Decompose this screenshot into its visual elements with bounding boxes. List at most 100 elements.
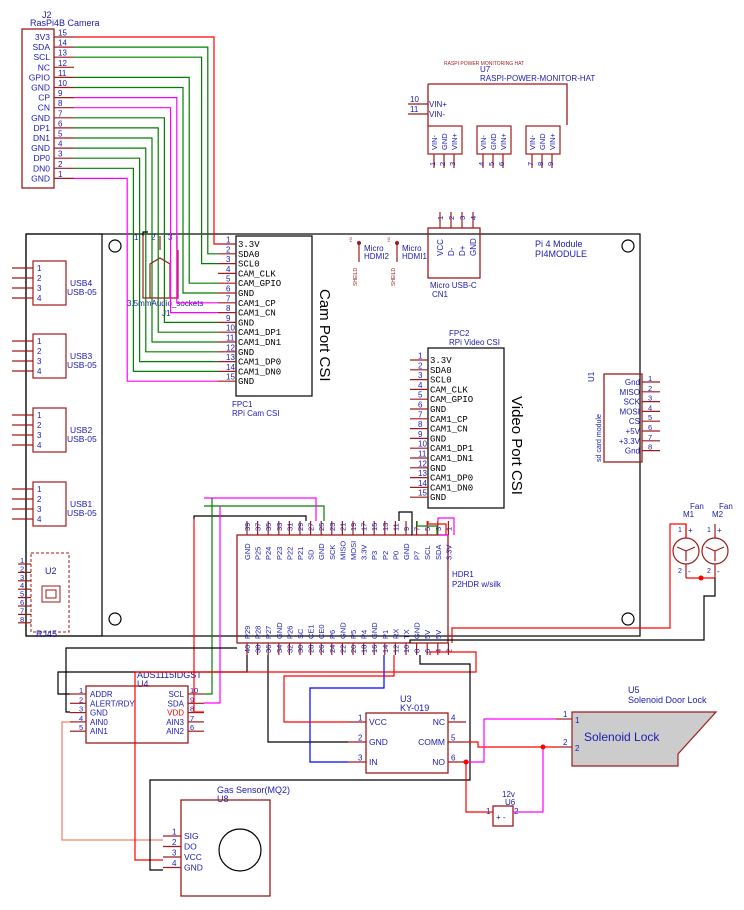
hdr1-bottom-label: GND [413,622,422,639]
u1-pin-num: 6 [648,423,652,432]
u7-terminal-label: VIN- [479,134,488,150]
u2-pin-num: 8 [20,615,24,624]
hdr1-bottom-label: 5V [434,630,443,639]
fan-p2: 2 [678,568,682,575]
u7-pin10-num: 10 [410,95,419,104]
j2-pin-name: GPIO [29,72,51,82]
hdr1-top-label: P3 [370,551,379,560]
fpc1-pin-num: 2 [226,245,231,254]
u1-name: sd card module [596,414,603,462]
u3-ref: U3 [400,694,412,704]
usb-pin-num: 2 [37,495,42,504]
hdr1-bottom-num: 34 [275,645,284,653]
rj45-jack-icon [41,585,61,603]
u3-name: KY-019 [400,703,429,713]
hdmi1-ref: H1 [386,236,391,242]
hdr1-top-label: P2 [381,551,390,560]
u8-pin-name: SIG [184,831,199,841]
hdr1-bottom-num: 28 [307,645,316,653]
hdr1-top-label: GND [317,543,326,560]
fpc1-pin-num: 12 [226,343,235,352]
u7-power-monitor-hat[interactable]: RASPI POWER MONITORING HAT U7 RASPI-POWE… [408,61,595,168]
fpc2-pin-num: 12 [418,459,427,468]
hdr1-gpio-header[interactable]: 39GND37P2535P2433P2331P2229P2127SD25GND2… [236,521,502,655]
cn1-pin-num: 2 [447,216,456,220]
u5-label: Solenoid Lock [584,730,660,744]
hdr1-top-num: 23 [328,523,337,531]
hdr1-top-label: P24 [264,547,273,560]
camera-wire [74,177,218,382]
fan-p2: 2 [707,568,711,575]
u8-body [180,799,271,897]
junction [698,575,704,581]
hdmi-connectors[interactable]: H1 SHEILD Micro HDMI2 H1 SHEILD Micro HD… [348,236,427,286]
relay-comm-wire [466,741,556,748]
hdr1-bottom-num: 20 [349,645,358,653]
j2-pin-name: DP1 [33,123,50,133]
hdr1-top-label: SCK [328,545,337,560]
hdr1-bottom-label: P4 [360,630,369,639]
fan-blade-icon [705,546,725,561]
supply-wire [513,747,544,813]
u3-left-name: VCC [369,717,387,727]
mount-hole [621,612,635,626]
u4-right-name: SDA [168,699,185,708]
cn1-name: Micro USB-C [430,281,477,290]
fpc2-pin-num: 8 [418,420,423,429]
fpc1-pin-num: 8 [226,304,231,313]
j2-pin-num: 15 [58,29,67,38]
hdmi1-name-b: HDMI1 [402,252,427,261]
fpc1-pin-name: SDA0 [238,250,260,260]
camera-wire [74,127,218,333]
usb-pin-num: 2 [37,274,42,283]
u1-pin-name: CS [629,417,640,426]
u6-12v-supply[interactable]: 12v U6 + - 1 2 [486,790,519,827]
fpc1-pin-num: 7 [226,294,231,303]
u7-terminal-num: 4 [477,162,486,166]
cn1-pin-num: 1 [436,216,445,220]
hdr-wire [204,497,317,521]
hdr1-top-label: P7 [413,551,422,560]
u3-right-name: COMM [418,737,445,747]
u7-terminal-label: VIN+ [548,132,557,150]
u5-solenoid-lock[interactable]: U5 Solenoid Door Lock Solenoid Lock 1 1 … [556,685,718,767]
usb-ports[interactable]: 1234USB4USB-051234USB3USB-051234USB2USB-… [12,260,97,527]
cn1-pin-num: 4 [469,216,478,220]
j2-pin-num: 7 [58,109,63,118]
usb-body [32,481,67,527]
u4-right-name: SCL [168,690,184,699]
u7-terminal-num: 2 [438,162,447,166]
u7-terminal-label: GND [538,133,547,150]
fpc2-pin-name: CAM1_DP0 [430,474,473,484]
u8-pin-num: 3 [172,849,177,858]
hdr1-bottom-label: P27 [264,626,273,639]
usb-pin-num: 4 [37,515,42,524]
u7-small-label: RASPI POWER MONITORING HAT [444,61,524,67]
j2-pin-num: 6 [58,119,63,128]
u3-right-num: 5 [451,734,456,743]
j2-pin-name: GND [31,113,50,123]
hdr1-bottom-num: 2 [444,649,453,653]
camera-wire [74,46,218,255]
fpc1-name: RPi Cam CSI [232,409,280,418]
u7-terminal-label: VIN- [528,134,537,150]
junction [540,744,546,750]
fpc2-pin-num: 9 [418,430,423,439]
fpc2-pin-num: 4 [418,381,423,390]
hdr-wire [193,515,307,521]
hdr1-bottom-label: P6 [328,630,337,639]
u2-body [30,552,70,633]
